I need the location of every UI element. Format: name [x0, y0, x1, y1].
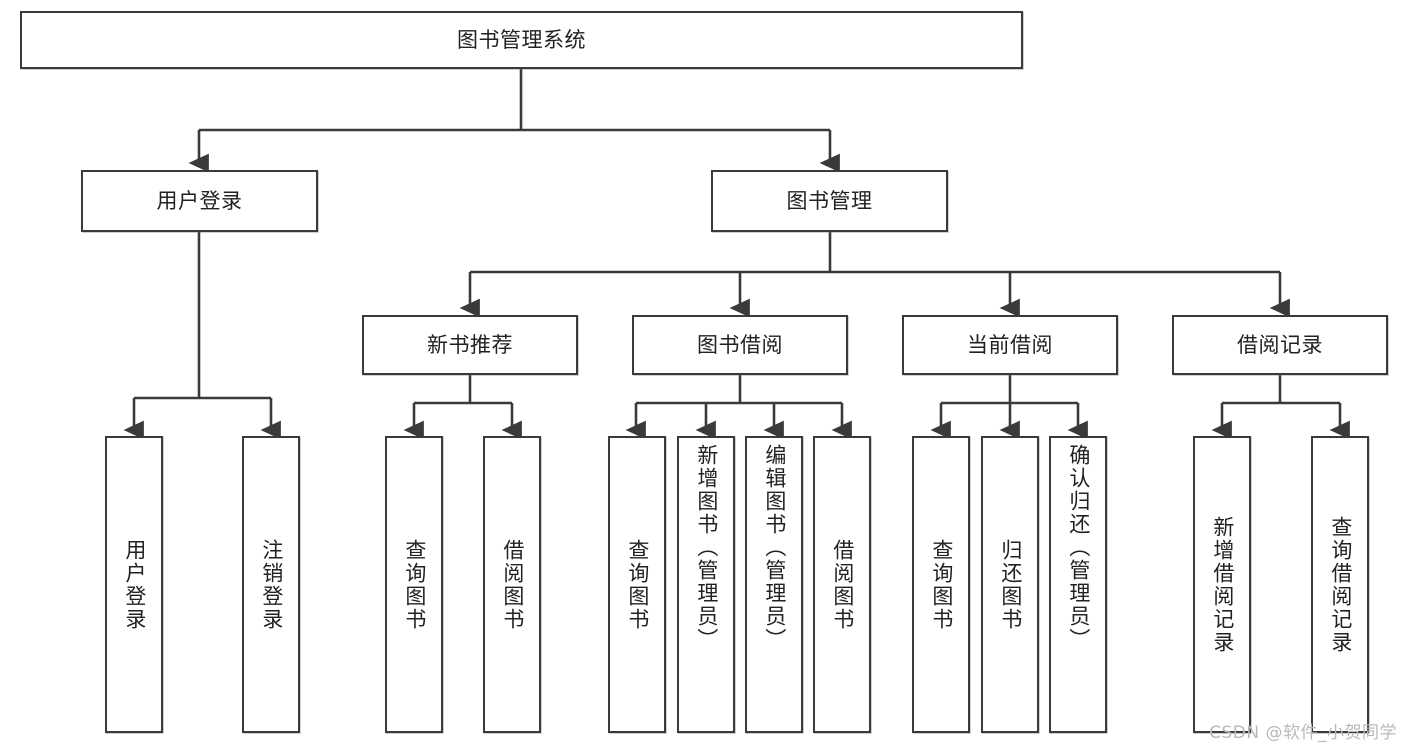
watermark-text: CSDN @软件_小贺同学 [1209, 723, 1397, 743]
leaf-add-book-admin[interactable]: 新增图书（管理员） [677, 436, 735, 733]
node-label: 用户登录 [122, 538, 147, 631]
node-label: 查询图书 [625, 538, 650, 631]
node-label: 借阅图书 [500, 538, 525, 631]
leaf-return-book[interactable]: 归还图书 [981, 436, 1039, 733]
node-label: 借阅记录 [1237, 332, 1323, 357]
leaf-logout[interactable]: 注销登录 [242, 436, 300, 733]
node-label: 查询借阅记录 [1328, 515, 1353, 654]
leaf-add-borrow-record[interactable]: 新增借阅记录 [1193, 436, 1251, 733]
node-root-system[interactable]: 图书管理系统 [20, 11, 1023, 69]
node-label: 确认归还（管理员） [1066, 444, 1091, 651]
node-label: 当前借阅 [967, 332, 1053, 357]
node-current-borrow[interactable]: 当前借阅 [902, 315, 1118, 375]
node-label: 查询图书 [929, 538, 954, 631]
leaf-query-book-borrow[interactable]: 查询图书 [608, 436, 666, 733]
leaf-query-book-current[interactable]: 查询图书 [912, 436, 970, 733]
leaf-confirm-return-admin[interactable]: 确认归还（管理员） [1049, 436, 1107, 733]
node-label: 新增借阅记录 [1210, 515, 1235, 654]
node-label: 编辑图书（管理员） [762, 444, 787, 651]
node-new-book-recommend[interactable]: 新书推荐 [362, 315, 578, 375]
leaf-user-login[interactable]: 用户登录 [105, 436, 163, 733]
node-label: 新书推荐 [427, 332, 513, 357]
node-label: 用户登录 [156, 188, 243, 213]
node-book-management[interactable]: 图书管理 [711, 170, 948, 232]
node-book-borrow[interactable]: 图书借阅 [632, 315, 848, 375]
node-borrow-record[interactable]: 借阅记录 [1172, 315, 1388, 375]
node-label: 注销登录 [259, 538, 284, 631]
node-label: 图书借阅 [697, 332, 783, 357]
node-label: 图书管理 [786, 188, 873, 213]
node-label: 新增图书（管理员） [694, 444, 719, 651]
node-label: 归还图书 [998, 538, 1023, 631]
leaf-borrow-book-recommend[interactable]: 借阅图书 [483, 436, 541, 733]
leaf-query-borrow-record[interactable]: 查询借阅记录 [1311, 436, 1369, 733]
node-user-login[interactable]: 用户登录 [81, 170, 318, 232]
node-label: 查询图书 [402, 538, 427, 631]
leaf-query-book-recommend[interactable]: 查询图书 [385, 436, 443, 733]
node-label: 图书管理系统 [457, 27, 586, 52]
leaf-edit-book-admin[interactable]: 编辑图书（管理员） [745, 436, 803, 733]
leaf-borrow-book[interactable]: 借阅图书 [813, 436, 871, 733]
node-label: 借阅图书 [830, 538, 855, 631]
